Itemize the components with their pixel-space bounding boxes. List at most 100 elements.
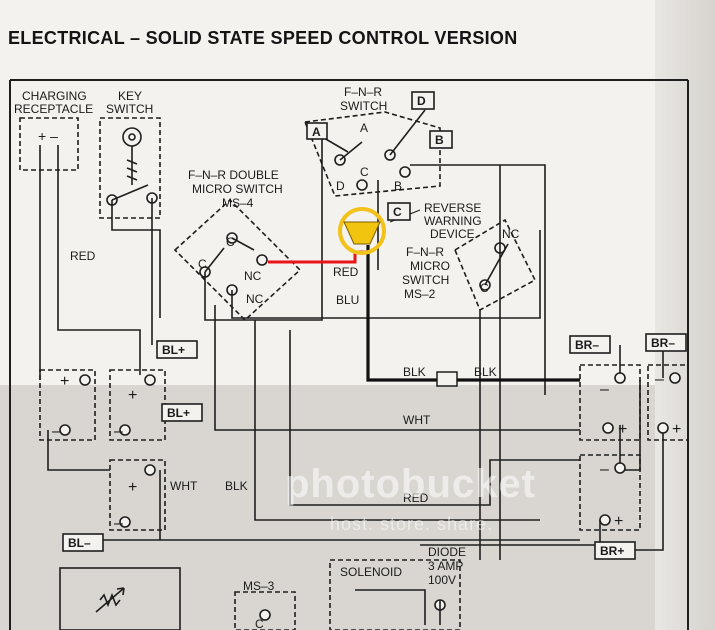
wire-red-main [289, 330, 580, 506]
battery-box-right-3 [579, 454, 641, 531]
batt-sign-6: – [114, 515, 123, 532]
label-fnr-double-1: F–N–R DOUBLE [188, 168, 279, 182]
wire-left-loop [47, 430, 110, 471]
label-fnr-double-3: MS–4 [222, 196, 254, 210]
wire-label-blk-3: BLK [225, 479, 248, 493]
label-reverse-2: WARNING [424, 214, 482, 228]
battery-box-left-3 [109, 459, 166, 531]
tag-bl-minus: BL– [68, 536, 91, 550]
charging-receptacle-box [19, 117, 79, 171]
wire-label-red-1: RED [70, 249, 96, 263]
wire-label-blk-2: BLK [474, 365, 497, 379]
tag-br-plus: BR+ [600, 544, 624, 558]
key-switch-contacts [106, 184, 158, 206]
batt-sign-12: + [614, 513, 623, 530]
ms4-c-1: C [198, 257, 207, 271]
label-key-2: SWITCH [106, 102, 153, 116]
battery-box-left-1 [39, 369, 96, 441]
reverse-warning-device [343, 221, 381, 245]
fnr-switch-contacts [323, 109, 426, 191]
ms2-c: C [480, 281, 489, 295]
wire-label-red-2: RED [333, 265, 359, 279]
wire-right-4 [600, 430, 664, 551]
terminal-d-label: D [336, 179, 345, 193]
terminal-b-label: B [394, 179, 402, 193]
terminal-c-label: C [360, 165, 369, 179]
wire-fnr-b [410, 164, 546, 395]
ms2-contacts [479, 242, 509, 291]
fnr-switch-box [303, 111, 441, 197]
ms3-box [234, 591, 296, 630]
wire-key-left [111, 200, 161, 318]
tag-bl-plus-2: BL+ [167, 406, 190, 420]
wire-blu [204, 128, 323, 321]
label-reverse-3: DEVICE [430, 227, 475, 241]
label-solenoid: SOLENOID [340, 565, 402, 579]
wire-label-red-3: RED [403, 491, 429, 505]
label-fnr-switch-1: F–N–R [344, 85, 382, 99]
page-title: ELECTRICAL – SOLID STATE SPEED CONTROL V… [8, 28, 518, 48]
tag-bl-plus-1: BL+ [162, 343, 185, 357]
potentiometer-symbol [95, 587, 125, 613]
batt-sign-2: – [52, 423, 61, 440]
terminal-d-box: D [417, 94, 426, 108]
wire-blk-main [254, 320, 540, 521]
ms4-nc-1: NC [244, 269, 262, 283]
label-charging-2: RECEPTACLE [14, 102, 93, 116]
label-charging-1: CHARGING [22, 89, 87, 103]
terminal-a-label: A [360, 121, 368, 135]
batt-sign-4: – [114, 423, 123, 440]
tag-br-minus-1: BR– [575, 338, 599, 352]
batt-sign-5: + [128, 479, 137, 496]
batt-sign-11: – [600, 461, 609, 478]
ms2-box [453, 218, 537, 312]
wire-charge-minus [57, 145, 141, 375]
batt-sign-8: + [618, 421, 627, 438]
ms4-contacts [199, 232, 268, 296]
terminal-c-box: C [393, 205, 402, 219]
label-key-1: KEY [118, 89, 142, 103]
highlight-ring [338, 207, 386, 255]
ms4-c-2: C [226, 235, 235, 249]
wire-label-wht-1: WHT [403, 413, 431, 427]
key-icon [122, 127, 142, 185]
tag-br-minus-2: BR– [651, 336, 675, 350]
outer-frame [9, 79, 689, 630]
label-fnr-micro-1: F–N–R [406, 245, 444, 259]
battery-box-right-2 [647, 364, 689, 441]
ms4-box [173, 198, 302, 322]
wire-label-blk-1: BLK [403, 365, 426, 379]
label-ms3: MS–3 [243, 579, 275, 593]
label-diode-1: DIODE [428, 545, 466, 559]
batt-sign-9: – [655, 371, 664, 388]
label-fnr-double-2: MICRO SWITCH [192, 182, 283, 196]
solenoid-box [329, 559, 461, 630]
label-fnr-switch-2: SWITCH [340, 99, 387, 113]
label-charge-polarity: + – [38, 128, 58, 144]
label-diode-2: 3 AMP [428, 559, 463, 573]
solenoid-coil [355, 589, 441, 625]
terminal-b-box: B [435, 133, 444, 147]
wire-wht [214, 305, 580, 431]
wire-label-blu: BLU [336, 293, 359, 307]
label-reverse-1: REVERSE [424, 201, 481, 215]
wire-label-wht-2: WHT [170, 479, 198, 493]
batt-sign-10: + [672, 421, 681, 438]
ms2-nc: NC [502, 227, 520, 241]
wire-blk-loop [620, 380, 641, 471]
label-boxes [62, 91, 687, 560]
label-diode-3: 100V [428, 573, 456, 587]
controller-box [59, 567, 181, 630]
label-fnr-micro-3: SWITCH [402, 273, 449, 287]
wire-ms4-nc [231, 230, 541, 319]
label-fnr-micro-4: MS–2 [404, 287, 436, 301]
wire-blk-warning [366, 245, 580, 382]
wire-red-highlight [268, 250, 368, 264]
batt-sign-7: – [600, 381, 609, 398]
label-ms3-c: C [255, 617, 264, 630]
battery-terminals [59, 372, 681, 621]
batt-sign-1: + [60, 373, 69, 390]
batt-sign-3: + [128, 387, 137, 404]
